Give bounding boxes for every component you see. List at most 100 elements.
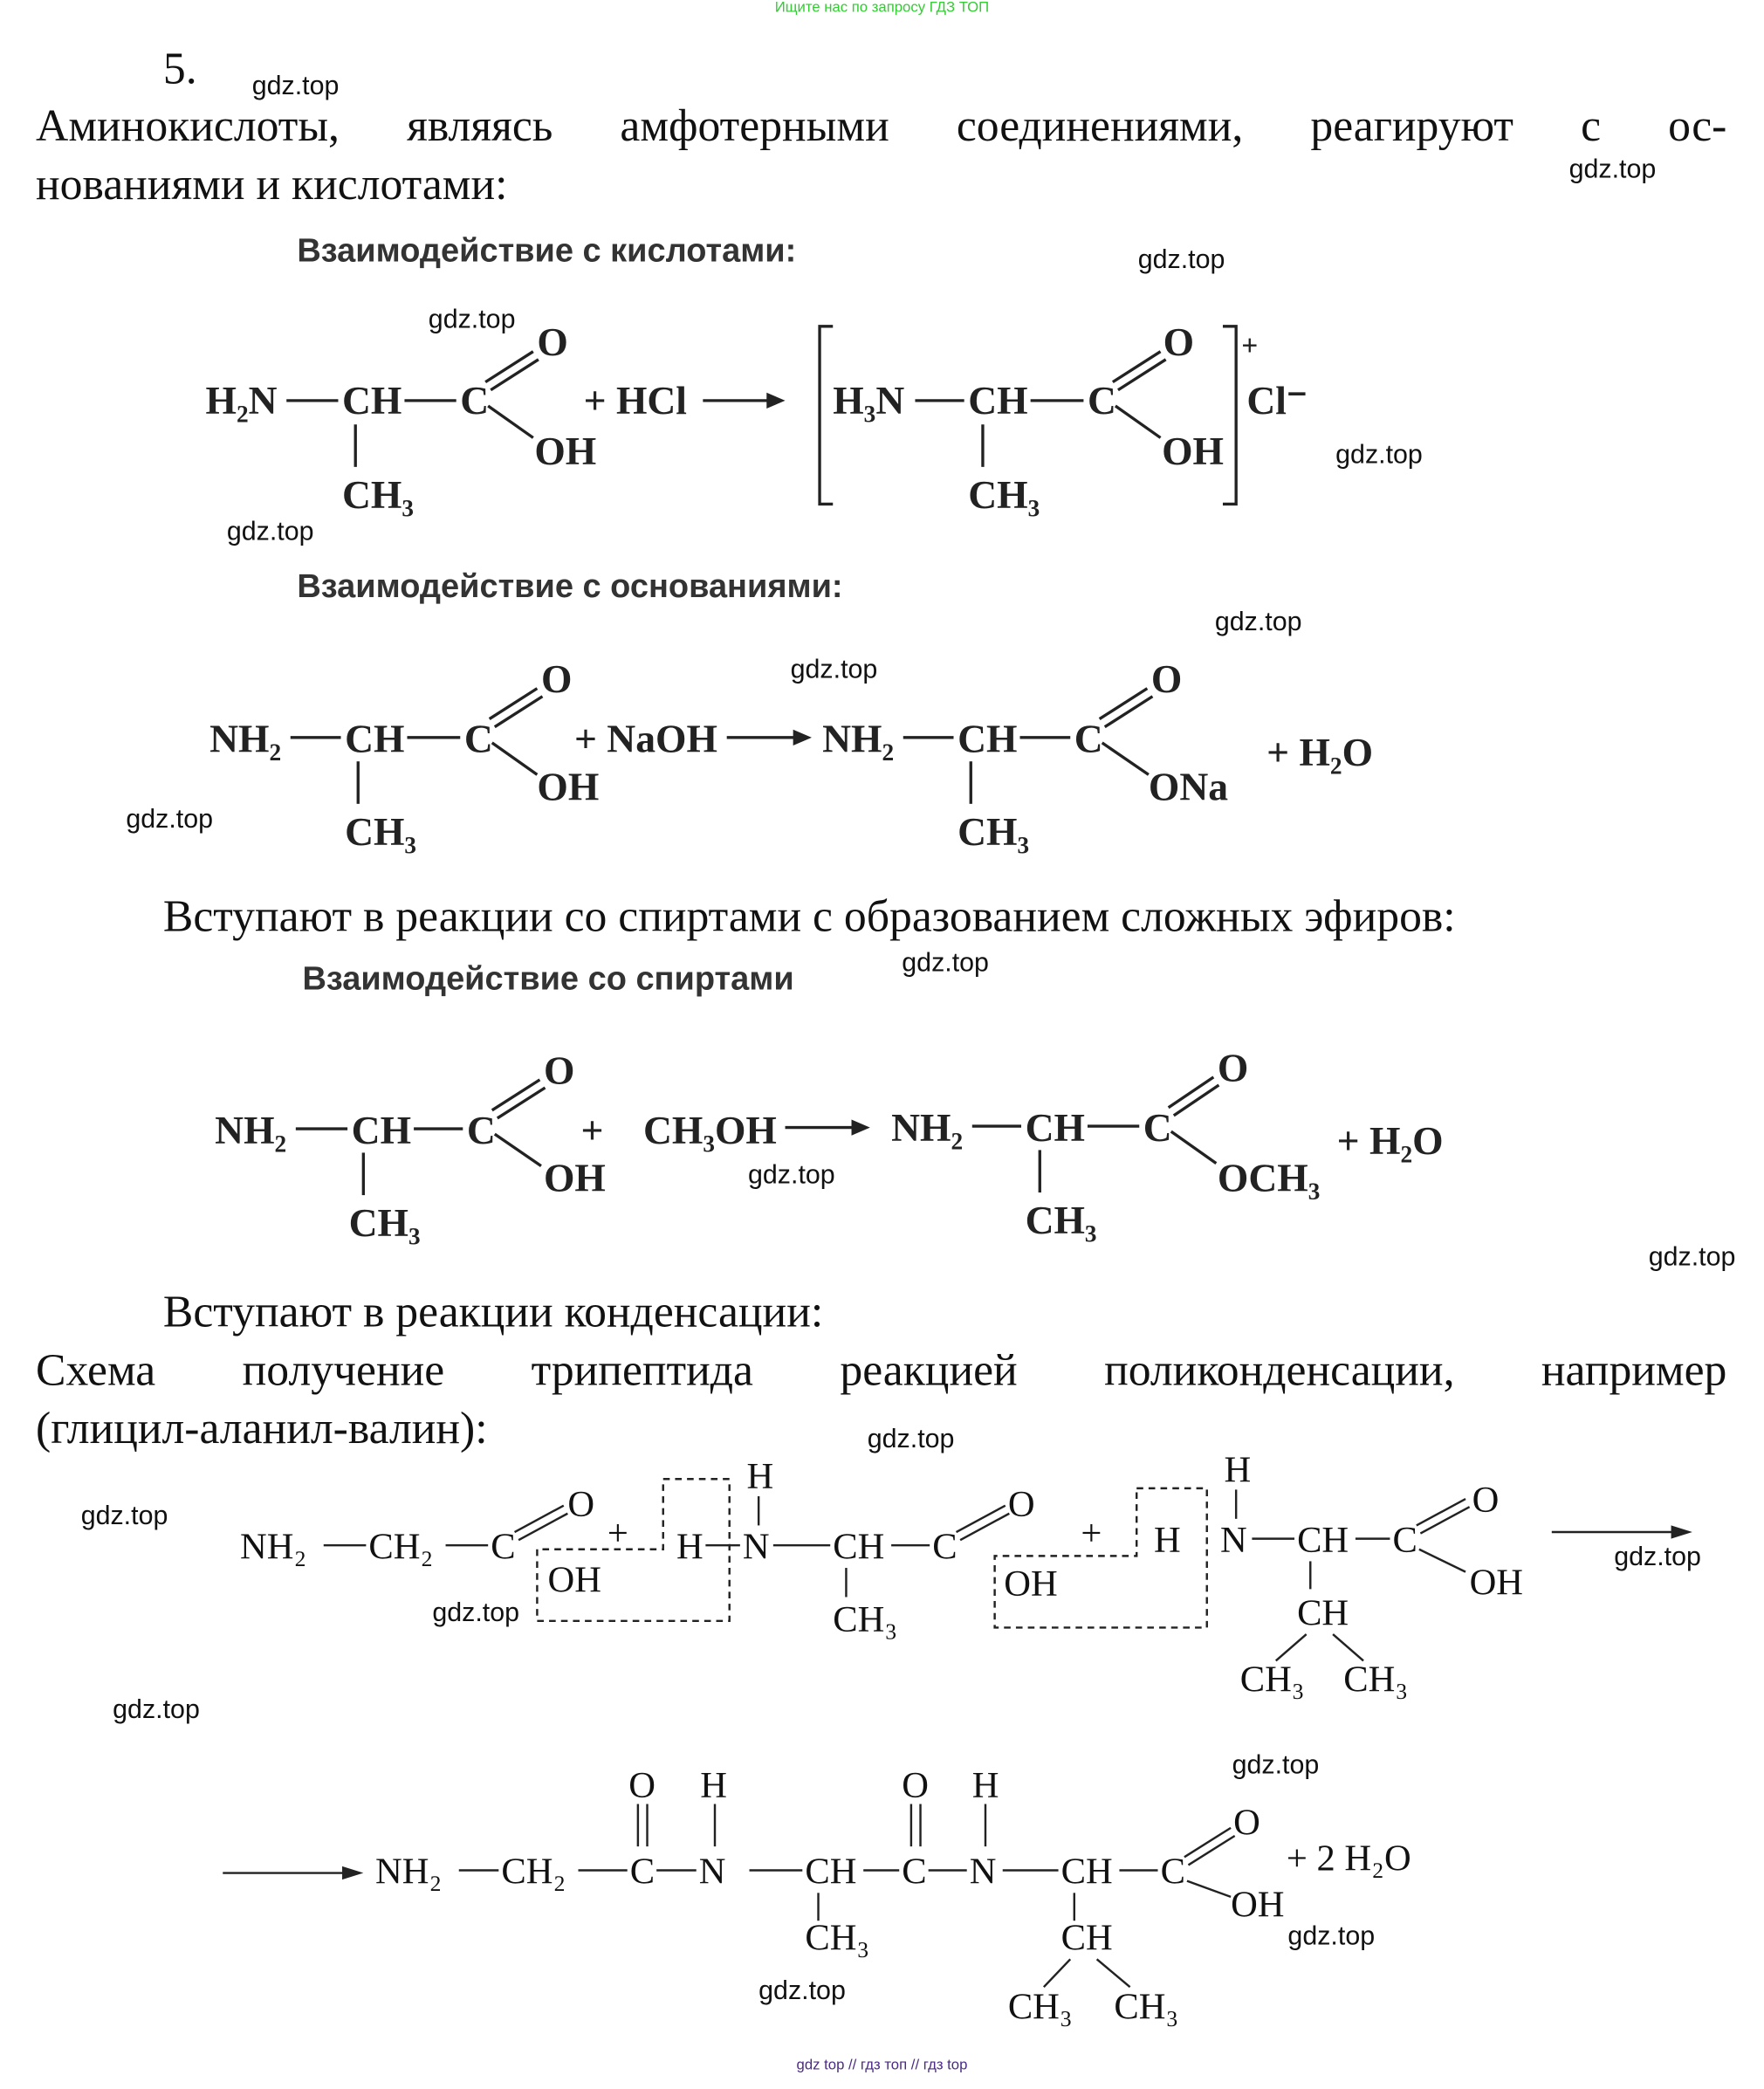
reaction-with-alcohol: Взаимодействие со спиртами NH₂ CH C O OH…	[215, 961, 1443, 1246]
carbon: C	[1088, 378, 1116, 423]
watermark: gdz.top	[1568, 155, 1657, 185]
oxygen: O	[1472, 1480, 1500, 1521]
carbon: C	[1074, 717, 1103, 761]
carbon: C	[1392, 1520, 1417, 1561]
water-byproduct: + 2 H₂O	[1287, 1838, 1411, 1879]
amine-group: NH₂	[209, 717, 281, 761]
methyl: CH₃	[958, 809, 1029, 854]
tripeptide-product: NH₂ CH₂ C O N H CH C O N H CH C	[223, 1765, 1411, 2028]
oxygen: O	[1008, 1484, 1035, 1525]
watermark: gdz.top	[1137, 245, 1225, 275]
alcohols-paragraph: Вступают в реакции со спиртами с образов…	[162, 892, 1456, 942]
hydroxyl: OH	[1004, 1563, 1057, 1605]
hydroxyl: OH	[1162, 429, 1224, 473]
watermark: gdz.top	[790, 655, 878, 685]
carbon: C	[491, 1526, 515, 1567]
hydrogen: H	[746, 1456, 773, 1497]
footer-links[interactable]: gdz top // гдз топ // гдз top	[796, 2057, 968, 2073]
reaction-with-acid: Взаимодействие с кислотами: H₂N CH C O O…	[206, 232, 1308, 517]
carbon: C	[1143, 1105, 1172, 1150]
ch-group: CH	[342, 378, 402, 423]
oxygen: O	[628, 1765, 655, 1806]
methyl: CH₃	[349, 1200, 421, 1245]
methyl: CH₃	[342, 472, 414, 517]
methanol-reagent: CH₃OH	[643, 1108, 777, 1152]
ch-group: CH	[833, 1526, 884, 1567]
methyl: CH₃	[1343, 1659, 1408, 1700]
carbon: C	[1161, 1852, 1185, 1893]
watermark: gdz.top	[758, 1976, 846, 2006]
ch-group: CH	[1297, 1520, 1349, 1561]
watermark: gdz.top	[902, 948, 989, 978]
ch2-group: CH₂	[368, 1526, 433, 1567]
methyl: CH₃	[1026, 1198, 1097, 1242]
watermark: gdz.top	[1648, 1242, 1736, 1273]
amine-group: NH₂	[215, 1108, 286, 1152]
oxygen: O	[537, 320, 567, 364]
carbon: C	[932, 1526, 957, 1567]
naoh-reagent: + NaOH	[574, 717, 717, 761]
methyl: CH₃	[345, 809, 416, 854]
watermark: gdz.top	[1287, 1921, 1376, 1952]
methyl: CH₃	[805, 1918, 869, 1959]
methyl: CH₃	[1114, 1987, 1178, 2028]
nitrogen: N	[970, 1852, 997, 1893]
amine-group: NH₂	[375, 1852, 442, 1893]
nitrogen: N	[1220, 1520, 1247, 1561]
charge-plus: +	[1241, 330, 1258, 362]
ch-group: CH	[968, 378, 1027, 423]
watermark: gdz.top	[126, 805, 214, 835]
methyl: CH₃	[968, 472, 1040, 517]
hydroxyl: OH	[537, 764, 599, 808]
watermark: gdz.top	[867, 1424, 955, 1454]
plus-sign: +	[607, 1513, 628, 1554]
ch2-group: CH₂	[501, 1852, 566, 1893]
water-byproduct: + H₂O	[1337, 1118, 1444, 1163]
reaction-with-base: Взаимодействие с основаниями: NH₂ CH C O…	[209, 568, 1373, 854]
methyl: CH₃	[833, 1599, 897, 1640]
oxygen: O	[544, 1048, 574, 1092]
hydrogen: H	[700, 1765, 727, 1806]
plus-sign: +	[1081, 1513, 1102, 1554]
ch-group: CH	[1297, 1592, 1349, 1633]
search-banner[interactable]: Ищите нас по запросу ГДЗ ТОП	[774, 0, 990, 17]
oxygen: O	[567, 1484, 594, 1525]
watermark: gdz.top	[1335, 440, 1423, 470]
hydroxyl: OH	[548, 1559, 601, 1600]
nitrogen: N	[743, 1526, 770, 1567]
ch-group: CH	[352, 1108, 411, 1152]
watermark: gdz.top	[80, 1501, 168, 1531]
oxygen: O	[541, 656, 572, 701]
carbon: C	[467, 1108, 496, 1152]
oxygen: O	[1218, 1045, 1248, 1089]
hydroxyl: OH	[1470, 1562, 1523, 1603]
condensation-reactants: NH₂ CH₂ C O OH + H N H CH C O OH CH₃ +	[240, 1449, 1692, 1700]
amine-group: NH₂	[822, 717, 894, 761]
base-reaction-title: Взаимодействие с основаниями:	[297, 568, 842, 605]
plus-sign: +	[581, 1108, 604, 1152]
nitrogen: N	[699, 1852, 726, 1893]
methyl: CH₃	[1008, 1987, 1073, 2028]
carbon: C	[460, 378, 489, 423]
hydrogen: H	[1224, 1449, 1251, 1490]
ch-group: CH	[1061, 1918, 1113, 1959]
watermark: gdz.top	[1232, 1750, 1320, 1781]
sodium-oxide-group: ONa	[1149, 764, 1228, 808]
hydrogen: H	[1154, 1520, 1181, 1561]
carbon: C	[630, 1852, 655, 1893]
amine-group: H₂N	[206, 378, 278, 423]
carbon: C	[902, 1852, 926, 1893]
methyl: CH₃	[1240, 1659, 1305, 1700]
chloride-ion: Cl⁻	[1246, 378, 1308, 423]
alcohol-reaction-title: Взаимодействие со спиртами	[302, 961, 793, 998]
oxygen: O	[1233, 1802, 1260, 1843]
oxygen: O	[1163, 320, 1194, 364]
scheme-paragraph-line2: (глицил-аланил-валин):	[36, 1405, 488, 1454]
hydrogen: H	[676, 1526, 704, 1567]
ch-group: CH	[958, 717, 1017, 761]
hydrogen: H	[972, 1765, 999, 1806]
carbon: C	[464, 717, 493, 761]
hcl-reagent: + HCl	[584, 378, 687, 423]
amine-group: NH₂	[891, 1105, 963, 1150]
